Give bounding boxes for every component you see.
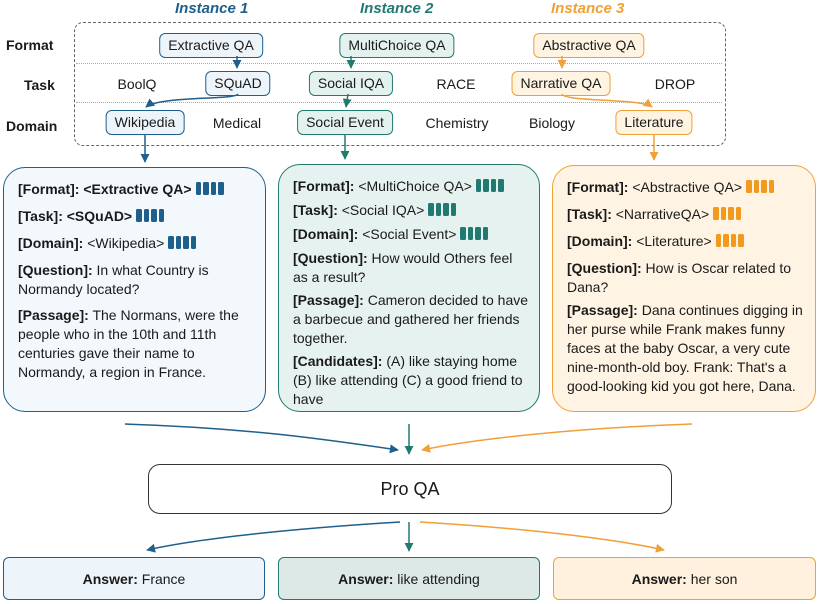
domain-wikipedia: Wikipedia (105, 110, 185, 135)
card-task-value: <Social IQA> (341, 202, 425, 218)
token-blocks (195, 181, 226, 200)
instance-3-card: [Format]: <Abstractive QA> [Task]: <Narr… (552, 165, 816, 412)
format-multichoice-qa: MultiChoice QA (339, 33, 455, 58)
answer-value: her son (690, 570, 738, 587)
domain-literature: Literature (615, 110, 693, 135)
answer-box-2: Answer: like attending (278, 557, 540, 600)
task-drop: DROP (654, 76, 696, 92)
card-format-key: [Format]: (567, 179, 629, 195)
row-label-task: Task (24, 77, 55, 93)
format-extractive-qa: Extractive QA (159, 33, 263, 58)
row-divider (76, 63, 722, 64)
answer-value: France (141, 570, 186, 587)
instance-1-title: Instance 1 (175, 0, 249, 17)
domain-biology: Biology (529, 115, 575, 131)
task-squad: SQuAD (205, 71, 271, 96)
card-domain-key: [Domain]: (567, 233, 633, 249)
instance-2-title: Instance 2 (360, 0, 434, 17)
token-blocks (713, 206, 743, 225)
card-question-text: In what Country is Normandy located? (18, 262, 209, 297)
pro-qa-model-box: Pro QA (148, 464, 672, 514)
arrow-card-3-to-model (421, 423, 693, 453)
card-question-key: [Question]: (18, 262, 93, 278)
card-format-value: <Extractive QA> (83, 181, 192, 197)
pro-qa-label: Pro QA (380, 478, 440, 499)
answer-box-1: Answer: France (3, 557, 265, 600)
card-passage-text: The Normans, were the people who in the … (18, 307, 239, 380)
arrow-card-1-to-model (124, 423, 399, 454)
card-question-key: [Question]: (567, 260, 642, 276)
token-blocks (136, 208, 166, 227)
arrow-model-to-answer-1 (146, 521, 401, 553)
task-race: RACE (436, 76, 476, 92)
instance-3-title: Instance 3 (551, 0, 625, 17)
token-blocks (746, 179, 776, 198)
arrow-task-to-domain-3 (561, 93, 653, 108)
domain-social-event: Social Event (297, 110, 393, 135)
card-passage-text: Dana continues digging in her purse whil… (567, 302, 803, 394)
task-boolq: BoolQ (117, 76, 157, 92)
card-format-key: [Format]: (18, 181, 80, 197)
arrow-task-to-domain-1 (145, 93, 239, 108)
taxonomy-grid (74, 22, 726, 146)
card-passage-key: [Passage]: (18, 307, 89, 323)
task-narrative-qa: Narrative QA (511, 71, 611, 96)
card-question-text: How is Oscar related to Dana? (567, 260, 792, 295)
instance-1-card: [Format]: <Extractive QA> [Task]: <SQuAD… (3, 167, 266, 412)
token-blocks (168, 235, 198, 254)
answer-box-3: Answer: her son (553, 557, 816, 600)
card-candidates-text: (A) like staying home (B) like attending… (293, 353, 523, 407)
card-candidates-key: [Candidates]: (293, 353, 383, 369)
card-task-value: <SQuAD> (66, 208, 133, 224)
card-format-value: <MultiChoice QA> (358, 178, 472, 194)
card-question-text: How would Others feel as a result? (293, 250, 513, 285)
card-domain-key: [Domain]: (293, 226, 359, 242)
token-blocks (460, 226, 490, 245)
token-blocks (475, 178, 506, 197)
card-passage-text: Cameron decided to have a barbecue and g… (293, 292, 529, 346)
row-label-domain: Domain (6, 118, 58, 134)
card-domain-value: <Literature> (636, 233, 712, 249)
card-format-key: [Format]: (293, 178, 355, 194)
card-task-key: [Task]: (567, 206, 612, 222)
arrow-model-to-answer-3 (419, 521, 665, 553)
card-question-key: [Question]: (293, 250, 368, 266)
card-domain-value: <Wikipedia> (87, 235, 165, 251)
row-divider (76, 102, 722, 103)
instance-2-card: [Format]: <MultiChoice QA> [Task]: <Soci… (278, 164, 540, 412)
domain-chemistry: Chemistry (425, 115, 489, 131)
token-blocks (715, 233, 746, 252)
task-social-iqa: Social IQA (308, 71, 394, 96)
format-abstractive-qa: Abstractive QA (533, 33, 645, 58)
card-passage-key: [Passage]: (567, 302, 638, 318)
card-passage-key: [Passage]: (293, 292, 364, 308)
token-blocks (428, 202, 458, 221)
domain-medical: Medical (212, 115, 262, 131)
card-task-key: [Task]: (18, 208, 63, 224)
answer-key: Answer: (82, 570, 138, 587)
answer-value: like attending (397, 570, 480, 587)
card-domain-key: [Domain]: (18, 235, 84, 251)
card-task-key: [Task]: (293, 202, 338, 218)
card-domain-value: <Social Event> (362, 226, 457, 242)
row-label-format: Format (6, 37, 54, 53)
answer-key: Answer: (631, 570, 687, 587)
answer-key: Answer: (338, 570, 394, 587)
card-task-value: <NarrativeQA> (615, 206, 710, 222)
card-format-value: <Abstractive QA> (632, 179, 743, 195)
arrow-task-to-domain-2 (342, 93, 352, 108)
